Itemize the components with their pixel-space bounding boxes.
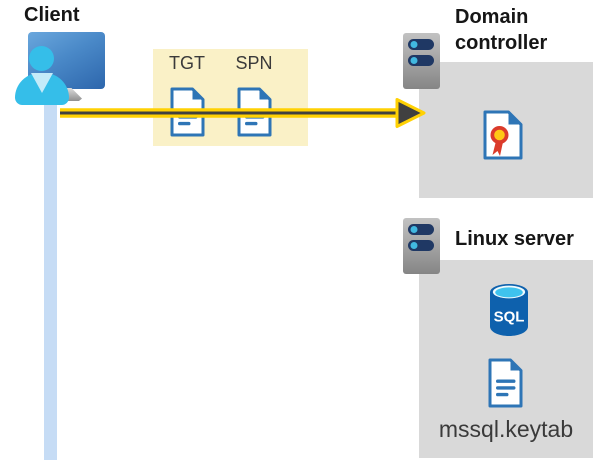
client-person-head [29,46,54,71]
domain-controller-server-icon [403,33,440,89]
client-connection-bar [44,90,57,460]
tgt-label: TGT [169,53,205,73]
keytab-file-label: mssql.keytab [438,416,574,442]
linux-server-title: Linux server [455,228,574,250]
keytab-document-icon [488,358,523,408]
sql-database-icon: SQL [490,284,528,336]
client-title: Client [24,4,80,26]
spn-label: SPN [235,53,273,73]
auth-request-arrow [60,98,426,128]
linux-server-icon [403,218,440,274]
sql-icon-label: SQL [494,309,525,326]
certificate-icon [483,110,523,160]
domain-controller-title: Domain controller [455,6,548,54]
